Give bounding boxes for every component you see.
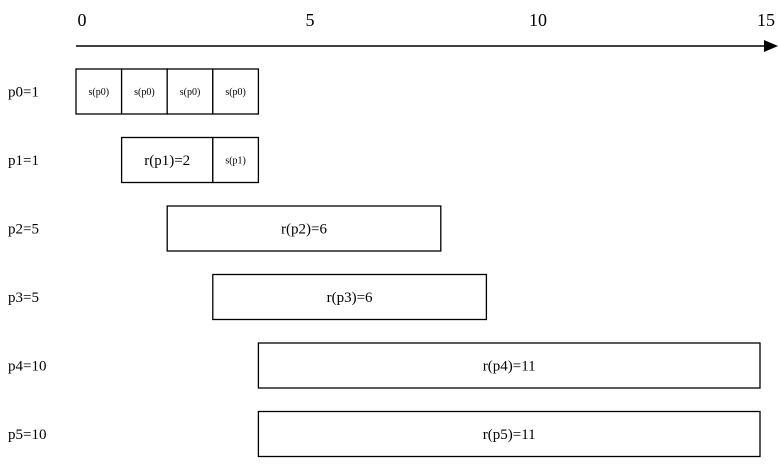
process-row: p1=1 r(p1)=2 s(p1)	[8, 136, 260, 184]
time-segment-label: s(p0)	[180, 87, 201, 98]
process-label: p4=10	[8, 359, 46, 375]
process-label: p1=1	[8, 153, 39, 169]
time-segment-label: s(p0)	[134, 87, 155, 98]
time-segment-box	[166, 68, 214, 115]
time-segment-box	[212, 273, 488, 321]
time-segment-box	[257, 342, 761, 389]
process-label: p0=1	[8, 85, 39, 101]
time-segment-label: r(p3)=6	[327, 290, 373, 306]
process-row: p3=5 r(p3)=6	[8, 273, 488, 321]
process-row: p2=5 r(p2)=6	[8, 205, 442, 252]
time-segment-box	[212, 68, 260, 115]
process-label: p5=10	[8, 427, 46, 443]
process-rows: p0=1 s(p0) s(p0) s(p0) s(p0) p1=1 r(p1)=2 s(p1)…	[8, 68, 761, 458]
axis-tick-label: 10	[529, 10, 547, 30]
time-segment-label: s(p0)	[89, 87, 110, 98]
time-segment-label: s(p0)	[225, 87, 246, 98]
process-row: p5=10 r(p5)=11	[8, 410, 761, 458]
time-axis-arrowhead	[764, 40, 778, 52]
time-segment-label: s(p1)	[225, 156, 246, 167]
process-label: p2=5	[8, 222, 39, 238]
time-segment-label: r(p2)=6	[281, 222, 327, 238]
axis-tick-label: 15	[757, 10, 775, 30]
process-row: p0=1 s(p0) s(p0) s(p0) s(p0)	[8, 68, 260, 115]
time-segment-box	[257, 410, 761, 458]
process-row: p4=10 r(p4)=11	[8, 342, 761, 389]
time-segment-box	[166, 205, 442, 252]
axis-tick-labels: 0 5 10 15	[78, 10, 776, 30]
time-segment-box	[120, 68, 168, 115]
process-label: p3=5	[8, 290, 39, 306]
axis-tick-label: 0	[78, 10, 87, 30]
time-segment-label: r(p5)=11	[483, 427, 536, 443]
axis-tick-label: 5	[306, 10, 315, 30]
time-segment-label: r(p4)=11	[483, 359, 536, 375]
time-segment-box	[212, 136, 260, 184]
time-segment-label: r(p1)=2	[144, 153, 190, 169]
time-axis: 0 5 10 15	[76, 10, 778, 52]
